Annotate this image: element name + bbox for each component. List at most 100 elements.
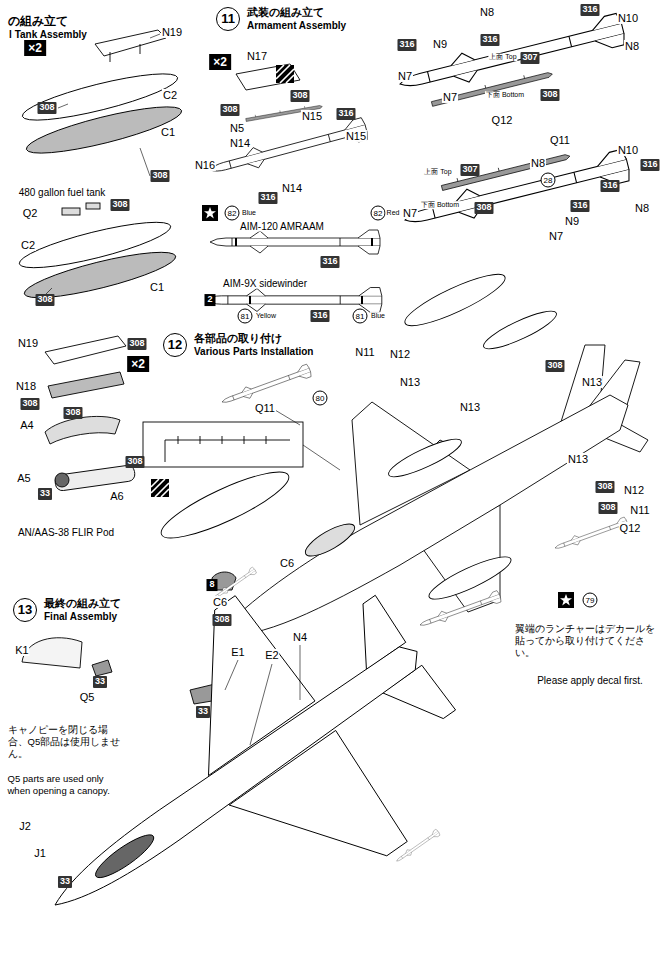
paint-code: 82 bbox=[371, 206, 386, 221]
part-number: C6 bbox=[279, 557, 295, 569]
paint-code: 308 bbox=[598, 502, 617, 514]
paint-code: 33 bbox=[58, 876, 72, 888]
side-note: Yellow bbox=[255, 312, 277, 320]
part-caption: Please apply decal first. bbox=[536, 675, 644, 686]
part-number: N12 bbox=[389, 348, 411, 360]
part-number: N8 bbox=[634, 202, 650, 214]
step-heading: Various Parts Installation bbox=[194, 346, 313, 358]
part-number: Q5 bbox=[79, 691, 96, 703]
paint-code: 79 bbox=[583, 593, 598, 608]
part-number: N18 bbox=[15, 380, 37, 392]
paint-code: 308 bbox=[127, 338, 146, 350]
part-caption: AIM-9X sidewinder bbox=[222, 278, 308, 289]
step-headings: 最終の組み立てFinal Assembly bbox=[42, 597, 123, 623]
step-number: 12 bbox=[168, 337, 182, 352]
step-heading: 各部品の取り付け bbox=[194, 332, 313, 346]
paint-code: 308 bbox=[35, 294, 54, 306]
part-number: N5 bbox=[229, 122, 245, 134]
part-number: E2 bbox=[264, 649, 279, 661]
part-number: C2 bbox=[20, 239, 36, 251]
part-number: N8 bbox=[530, 157, 546, 169]
paint-code: 28 bbox=[541, 173, 556, 188]
paint-code: 307 bbox=[460, 164, 479, 176]
paint-code: 308 bbox=[474, 202, 493, 214]
paint-code: 316 bbox=[600, 180, 619, 192]
step-marker: 11武装の組み立てArmament Assembly bbox=[216, 6, 348, 32]
paint-code: 316 bbox=[397, 39, 416, 51]
side-note: 下面 Bottom bbox=[485, 91, 525, 99]
paint-code: 316 bbox=[258, 192, 277, 204]
side-note: 上面 Top bbox=[423, 168, 452, 176]
part-number: Q12 bbox=[619, 522, 642, 534]
step-heading: 最終の組み立て bbox=[44, 597, 121, 611]
step-heading: の組み立て bbox=[7, 15, 69, 28]
paint-code: 308 bbox=[125, 456, 144, 468]
side-note: Blue bbox=[241, 209, 257, 217]
paint-code: 316 bbox=[480, 34, 499, 46]
paint-code: 316 bbox=[336, 108, 355, 120]
step-number: 11 bbox=[221, 11, 235, 26]
part-caption: 480 gallon fuel tank bbox=[18, 187, 107, 198]
part-number: C2 bbox=[162, 89, 178, 101]
paint-code: 33 bbox=[38, 488, 52, 500]
quantity-badge: ×2 bbox=[127, 356, 149, 372]
paint-code: 308 bbox=[63, 407, 82, 419]
part-number: N11 bbox=[629, 504, 650, 516]
paint-code: 308 bbox=[37, 102, 56, 114]
part-number: N14 bbox=[229, 137, 251, 149]
part-number: N8 bbox=[624, 40, 640, 52]
part-number: N13 bbox=[567, 453, 589, 465]
part-number: N15 bbox=[345, 130, 367, 142]
step-marker: 12 各部品の取り付けVarious Parts Installation bbox=[163, 332, 315, 358]
step-headings: 各部品の取り付けVarious Parts Installation bbox=[192, 332, 315, 358]
part-number: N13 bbox=[459, 401, 481, 413]
part-number: N7 bbox=[402, 207, 418, 219]
part-number: N9 bbox=[432, 38, 448, 50]
paint-code: 2 bbox=[204, 294, 215, 306]
part-number: Q2 bbox=[22, 207, 39, 219]
step-heading: 武装の組み立て bbox=[247, 6, 346, 20]
quantity-text: ×2 bbox=[28, 41, 42, 55]
part-number: N19 bbox=[17, 337, 39, 349]
quantity-text: ×2 bbox=[131, 357, 145, 371]
part-number: A5 bbox=[16, 472, 31, 484]
part-number: C6 bbox=[212, 596, 228, 608]
quantity-badge: ×2 bbox=[209, 54, 231, 70]
quantity-text: ×2 bbox=[213, 55, 227, 69]
part-number: N16 bbox=[194, 159, 216, 171]
part-caption: AIM-120 AMRAAM bbox=[239, 221, 325, 232]
part-number: K1 bbox=[14, 644, 29, 656]
step-heading: l Tank Assembly bbox=[8, 29, 88, 40]
paint-code: 316 bbox=[570, 200, 589, 212]
step-circle: 13 bbox=[13, 598, 37, 622]
step-marker: 13最終の組み立てFinal Assembly bbox=[13, 597, 123, 623]
part-number: N10 bbox=[617, 12, 639, 24]
part-number: N7 bbox=[442, 91, 458, 103]
part-number: N19 bbox=[161, 26, 183, 38]
instruction-note: Q5 parts are used only when opening a ca… bbox=[7, 773, 124, 797]
part-number: N4 bbox=[292, 631, 308, 643]
part-number: Q12 bbox=[491, 114, 514, 126]
part-number: J2 bbox=[18, 820, 32, 832]
paint-code: 81 bbox=[353, 309, 368, 324]
part-number: E1 bbox=[230, 646, 245, 658]
part-number: J1 bbox=[33, 847, 47, 859]
paint-code: 308 bbox=[540, 89, 559, 101]
part-number: N13 bbox=[581, 376, 603, 388]
paint-code: 308 bbox=[212, 614, 231, 626]
instruction-note: 翼端のランチャーはデカールを貼ってから取り付けてください。 bbox=[514, 623, 656, 659]
part-number: Q11 bbox=[254, 402, 276, 414]
paint-code: 308 bbox=[220, 104, 239, 116]
part-number: N7 bbox=[548, 230, 564, 242]
paint-code: 316 bbox=[640, 159, 659, 171]
part-number: C1 bbox=[160, 126, 176, 138]
paint-code: 308 bbox=[150, 170, 169, 182]
part-number: N14 bbox=[281, 182, 303, 194]
paint-code: 308 bbox=[110, 199, 129, 211]
paint-code: 307 bbox=[520, 52, 539, 64]
part-number: N11 bbox=[354, 346, 375, 358]
part-number: N9 bbox=[564, 215, 580, 227]
part-number: N10 bbox=[617, 144, 639, 156]
step-circle: 12 bbox=[163, 333, 187, 357]
